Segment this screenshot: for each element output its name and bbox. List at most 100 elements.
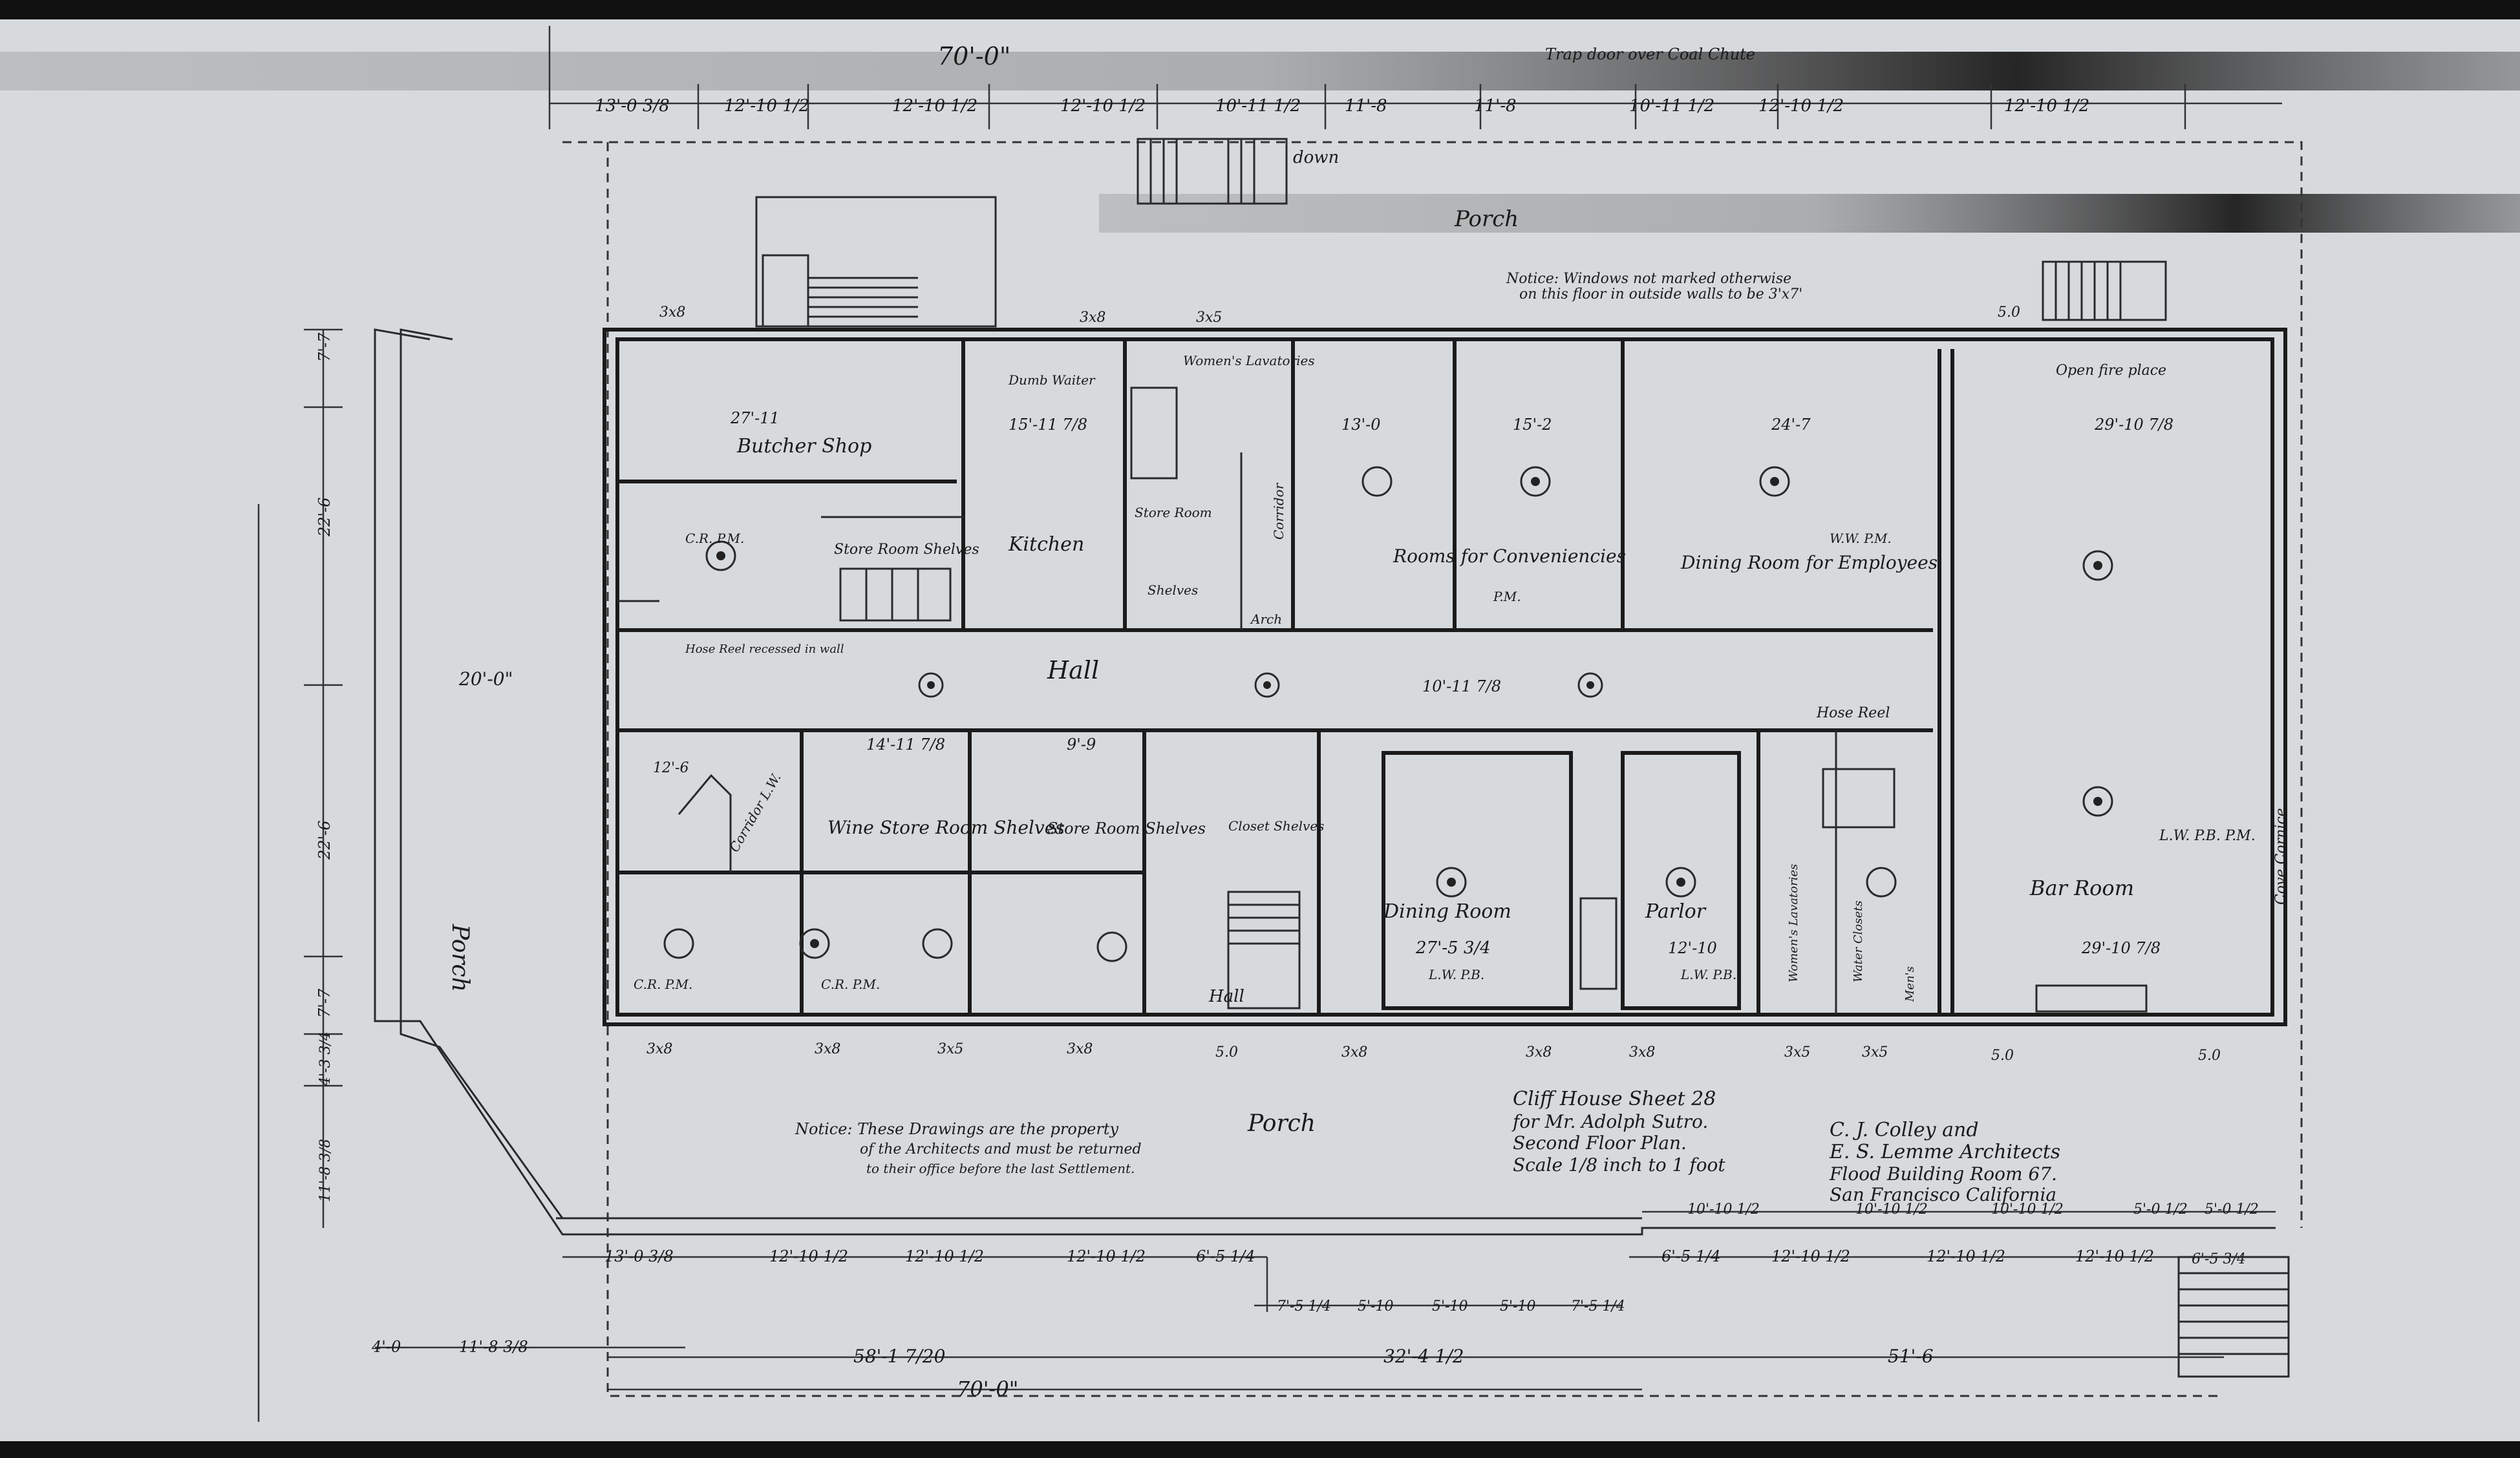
porch-bottom-label: Porch xyxy=(1247,1110,1316,1137)
opening-3x8-f: 3x8 xyxy=(1341,1044,1367,1061)
dim-left-22-6a: 22'-6 xyxy=(315,497,334,537)
dim-27-5: 27'-5 3/4 xyxy=(1415,938,1491,958)
dim-top-70: 70'-0" xyxy=(937,42,1010,70)
dim-b-10-10b: 10'-10 1/2 xyxy=(1855,1201,1928,1218)
room-hall-2: Hall xyxy=(1208,987,1244,1006)
dim-b-5-0a: 5'-0 1/2 xyxy=(2133,1201,2188,1218)
room-hall: Hall xyxy=(1047,656,1099,684)
dim-15-2: 15'-2 xyxy=(1513,416,1552,434)
label-water-closets: Water Closets xyxy=(1852,900,1865,982)
fixture-cr-pm-1: C.R. P.M. xyxy=(685,531,744,546)
dim-b-6-5c: 6'-5 3/4 xyxy=(2192,1251,2246,1267)
dim-b-5-10b: 5'-10 xyxy=(1432,1298,1468,1315)
dim-left-7-7b: 7'-7 xyxy=(315,988,334,1018)
dim-top-11a: 11'-8 xyxy=(1345,96,1387,116)
top-dimension-line xyxy=(548,26,2282,129)
room-conveniences: Rooms for Conveniencies xyxy=(1393,545,1626,567)
title-line-3: Second Floor Plan. xyxy=(1513,1132,1687,1154)
dim-24-7: 24'-7 xyxy=(1771,416,1811,434)
label-shelves: Shelves xyxy=(1148,582,1198,598)
fixture-lw-pb-2: L.W. P.B. xyxy=(1680,967,1736,982)
label-hose-reel: Hose Reel xyxy=(1816,705,1890,721)
trap-door-label: Trap door over Coal Chute xyxy=(1545,45,1755,63)
room-store-room-2: Store Room xyxy=(1135,505,1212,520)
opening-3x5-b: 3x5 xyxy=(937,1041,963,1057)
dim-b-4-0: 4'-0 xyxy=(371,1338,401,1356)
label-mens: Men's xyxy=(1903,966,1917,1002)
fixture-ww-pm: W.W. P.M. xyxy=(1830,531,1892,546)
dim-b-6-5: 6'-5 1/4 xyxy=(1196,1247,1255,1265)
room-kitchen: Kitchen xyxy=(1008,533,1084,556)
dim-29-10b: 29'-10 7/8 xyxy=(2081,939,2161,957)
dim-9-9: 9'-9 xyxy=(1067,735,1096,754)
opening-5-0-c: 5.0 xyxy=(1991,1048,2014,1064)
dim-b-32: 32'-4 1/2 xyxy=(1383,1346,1464,1367)
label-womens-lav-2: Women's Lavatories xyxy=(1787,864,1800,982)
scan-smudge-top xyxy=(0,52,2520,90)
dim-top-13: 13'-0 3/8 xyxy=(595,96,670,116)
opening-3x8-g: 3x8 xyxy=(1526,1044,1552,1061)
architect-line-2: E. S. Lemme Architects xyxy=(1829,1141,2060,1163)
dim-top-12b: 12'-10 1/2 xyxy=(892,96,977,116)
stair-down-top xyxy=(1137,138,1288,205)
top-edge xyxy=(0,0,2520,19)
opening-5-0-b: 5.0 xyxy=(1215,1044,1238,1061)
dim-top-12a: 12'-10 1/2 xyxy=(724,96,809,116)
opening-3x5-c: 3x5 xyxy=(1784,1044,1810,1061)
dim-12-6: 12'-6 xyxy=(653,760,689,776)
room-butcher-shop: Butcher Shop xyxy=(736,435,871,458)
opening-3x8-e: 3x8 xyxy=(1067,1041,1093,1057)
notice-drawings-1: Notice: These Drawings are the property xyxy=(795,1120,1118,1138)
label-corridor: Corridor xyxy=(1271,482,1287,540)
room-store-room-3: Store Room Shelves xyxy=(1047,819,1206,838)
dim-27-11: 27'-11 xyxy=(730,409,780,427)
opening-5-0-a: 5.0 xyxy=(1998,304,2020,321)
label-dumb-waiter: Dumb Waiter xyxy=(1008,372,1096,388)
dim-b-13-0: 13'-0 3/8 xyxy=(604,1247,674,1265)
porch-top-label: Porch xyxy=(1454,206,1519,232)
dim-15-11: 15'-11 7/8 xyxy=(1009,416,1087,434)
opening-5-0-d: 5.0 xyxy=(2198,1048,2221,1064)
room-store-room-shelves: Store Room Shelves xyxy=(834,542,979,558)
dim-b-12d: 12'-10 1/2 xyxy=(1771,1247,1850,1265)
dim-top-10: 10'-11 1/2 xyxy=(1215,96,1301,116)
label-open-fireplace: Open fire place xyxy=(2056,363,2166,379)
dim-top-11b: 11'-8 xyxy=(1474,96,1517,116)
stair-top-left xyxy=(755,196,997,328)
dim-29-10a: 29'-10 7/8 xyxy=(2094,416,2173,434)
dim-b-7-5a: 7'-5 1/4 xyxy=(1277,1298,1331,1315)
opening-3x8-a: 3x8 xyxy=(659,304,685,321)
fixture-cr-pm-2: C.R. P.M. xyxy=(634,977,692,992)
dim-12-10: 12'-10 xyxy=(1668,939,1717,957)
dim-b-12e: 12'-10 1/2 xyxy=(1927,1247,2005,1265)
architect-line-3: Flood Building Room 67. xyxy=(1829,1163,2057,1185)
opening-3x8-h: 3x8 xyxy=(1629,1044,1655,1061)
dim-left-4-3: 4'-3 3/4 xyxy=(317,1031,334,1086)
porch-outline xyxy=(374,141,2303,1397)
title-line-2: for Mr. Adolph Sutro. xyxy=(1511,1111,1708,1132)
dim-top-12d: 12'-10 1/2 xyxy=(1758,96,1844,116)
notice-windows-1: Notice: Windows not marked otherwise xyxy=(1506,271,1791,287)
dim-left-22-6b: 22'-6 xyxy=(315,820,334,860)
dim-b-11-8: 11'-8 3/8 xyxy=(459,1338,528,1356)
dim-b-58: 58'-1 7/20 xyxy=(853,1346,945,1367)
porch-left-label: Porch xyxy=(447,924,473,992)
dim-b-5-10c: 5'-10 xyxy=(1500,1298,1535,1315)
room-wine-store: Wine Store Room Shelves xyxy=(828,817,1065,838)
dim-13-0: 13'-0 xyxy=(1341,416,1381,434)
building-walls xyxy=(603,328,2287,1026)
bottom-edge xyxy=(0,1441,2520,1458)
label-closet: Closet Shelves xyxy=(1228,818,1324,834)
fixture-lw-pb-pm: L.W. P.B. P.M. xyxy=(2159,828,2256,844)
dim-top-12c: 12'-10 1/2 xyxy=(1060,96,1146,116)
fixture-cr-pm-3: C.R. P.M. xyxy=(821,977,880,992)
opening-3x8-c: 3x8 xyxy=(646,1041,672,1057)
dim-top-12e: 12'-10 1/2 xyxy=(2004,96,2089,116)
north-partitions xyxy=(617,339,1625,630)
dim-left-11-8: 11'-8 3/8 xyxy=(317,1139,334,1202)
room-bar: Bar Room xyxy=(2029,876,2134,900)
dim-hall-length: 10'-11 7/8 xyxy=(1422,677,1501,695)
opening-3x8-d: 3x8 xyxy=(815,1041,840,1057)
dim-20-0: 20'-0" xyxy=(458,668,513,690)
down-label: down xyxy=(1293,148,1339,167)
